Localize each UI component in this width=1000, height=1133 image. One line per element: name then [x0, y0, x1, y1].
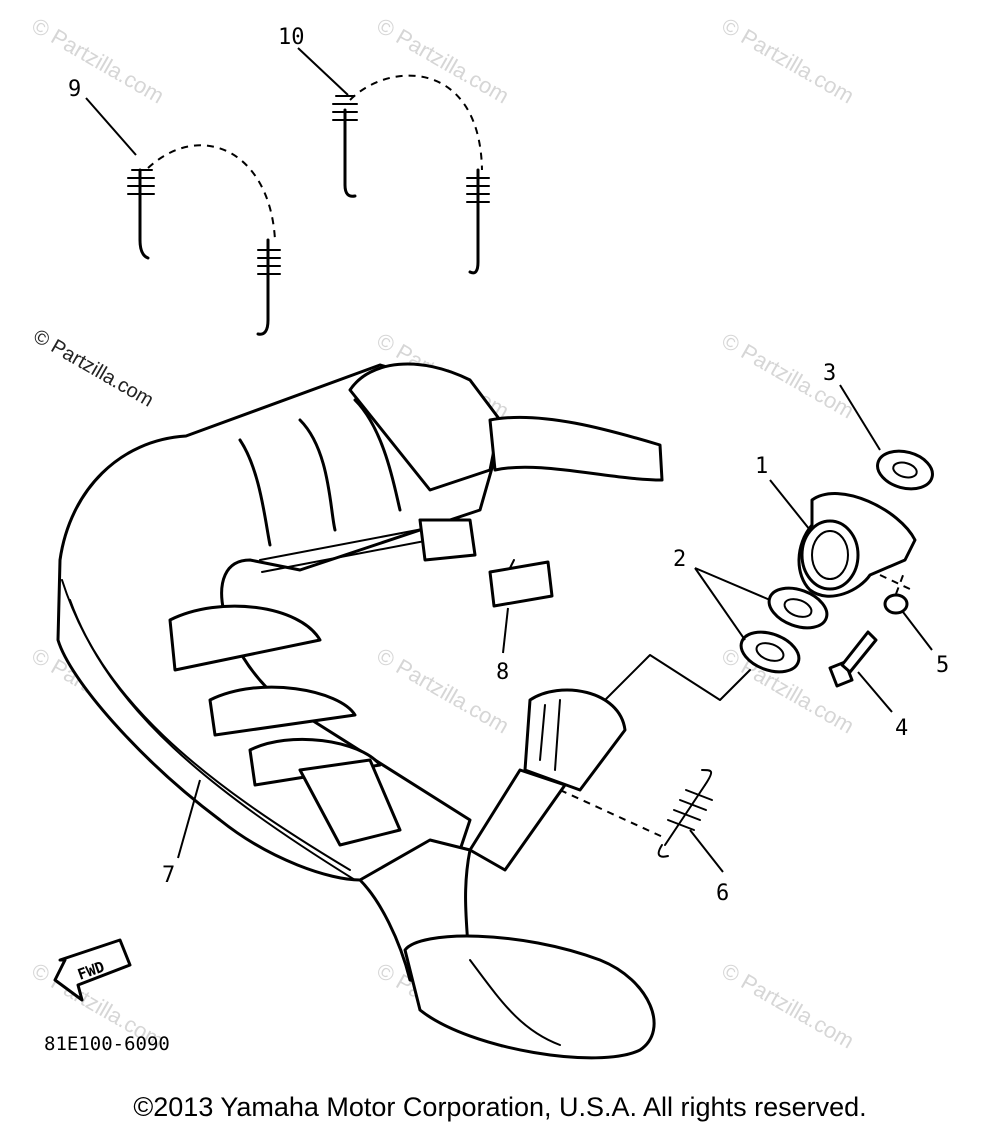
leader-lines — [85, 47, 933, 873]
fwd-marker: FWD — [53, 938, 132, 1002]
diagram-code: 81E100-6090 — [44, 1033, 170, 1055]
callout-10: 10 — [278, 25, 305, 50]
part-9-spring — [127, 144, 281, 336]
part-10-spring — [332, 74, 490, 275]
part-5-nut — [883, 569, 909, 615]
watermark: © Partzilla.com — [373, 643, 514, 739]
callout-9: 9 — [68, 77, 81, 102]
callouts: 10 9 3 1 2 5 4 8 6 7 — [68, 25, 949, 906]
part-3-washer — [876, 449, 934, 491]
assembly-lines — [559, 574, 913, 839]
callout-7: 7 — [162, 863, 175, 888]
callout-1: 1 — [755, 454, 768, 479]
callout-6: 6 — [716, 881, 729, 906]
callout-5: 5 — [936, 653, 949, 678]
part-1-flange — [797, 492, 917, 598]
watermark: © Partzilla.com — [718, 958, 859, 1054]
watermark: © Partzilla.com — [718, 328, 859, 424]
part-7-muffler — [56, 362, 664, 1060]
part-2-gaskets — [739, 586, 829, 674]
callout-2: 2 — [673, 547, 686, 572]
part-6-spring — [657, 769, 713, 858]
watermark: © Partzilla.com — [28, 13, 169, 109]
copyright-notice: ©2013 Yamaha Motor Corporation, U.S.A. A… — [133, 1092, 867, 1122]
callout-4: 4 — [895, 716, 908, 741]
callout-8: 8 — [496, 660, 509, 685]
watermark: © Partzilla.com — [718, 13, 859, 109]
part-4-bolt — [828, 630, 878, 688]
callout-3: 3 — [823, 361, 836, 386]
watermark: © Partzilla.com — [373, 13, 514, 109]
part-8-tag — [488, 559, 554, 608]
watermark-dark: © Partzilla.com — [30, 325, 158, 411]
